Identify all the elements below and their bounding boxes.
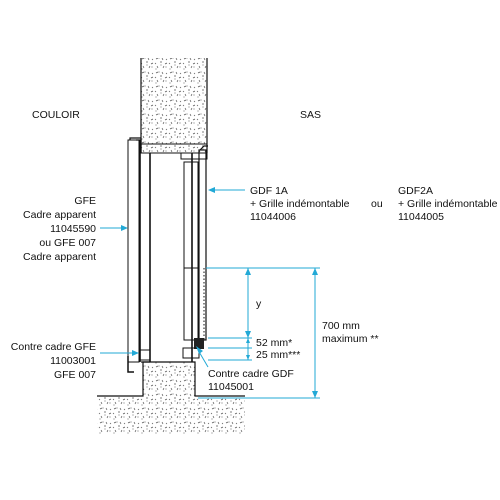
contre-cadre-gdf-line-2: 11045001 (208, 381, 254, 393)
gdf-label: GDF 1A + Grille indémontable 11044006 (250, 185, 350, 223)
ou-label: ou (371, 198, 383, 210)
contre-cadre-gfe-line-1: Contre cadre GFE (11, 341, 96, 353)
wall-above (140, 58, 208, 153)
gfe-label-line-2: Cadre apparent (23, 209, 96, 221)
zone-label-sas: SAS (300, 109, 321, 121)
gdf2a-label: GDF2A + Grille indémontable 11044005 (398, 185, 498, 223)
gdf-label-line-3: 11044006 (250, 211, 296, 223)
contre-cadre-gdf-label: Contre cadre GDF 11045001 (208, 368, 294, 393)
contre-cadre-gdf-line-1: Contre cadre GDF (208, 368, 294, 380)
dim-700-label-line-2: maximum ** (322, 333, 379, 345)
leader-lines (100, 187, 245, 368)
dim-25-label: 25 mm*** (256, 349, 300, 361)
gfe-label-line-4: ou GFE 007 (39, 237, 96, 249)
gfe-label-line-1: GFE (74, 195, 96, 207)
gdf2a-label-line-3: 11044005 (398, 211, 444, 223)
gfe-grille (127, 137, 141, 363)
dim-52-label: 52 mm* (256, 337, 292, 349)
gfe-label: GFE Cadre apparent 11045590 ou GFE 007 C… (23, 195, 96, 263)
gdf-label-line-1: GDF 1A (250, 185, 288, 197)
gfe-label-line-5: Cadre apparent (23, 251, 96, 263)
contre-cadre-gfe-label: Contre cadre GFE 11003001 GFE 007 (11, 341, 96, 381)
gdf-grille (183, 145, 208, 341)
floor-slab (97, 361, 245, 434)
gfe-label-line-3: 11045590 (50, 223, 96, 235)
dim-700-label-line-1: 700 mm (322, 320, 360, 332)
gdf2a-label-line-1: GDF2A (398, 185, 433, 197)
gfe-contre-cadre (127, 349, 151, 373)
contre-cadre-gfe-line-2: 11003001 (50, 355, 96, 367)
zone-label-couloir: COULOIR (32, 109, 80, 121)
dimension-lines (198, 267, 320, 399)
door-leaf (149, 152, 193, 363)
dim-y-label: y (256, 298, 262, 310)
contre-cadre-gfe-line-3: GFE 007 (54, 369, 96, 381)
gdf2a-label-line-2: + Grille indémontable (398, 198, 498, 210)
gdf-label-line-2: + Grille indémontable (250, 198, 350, 210)
